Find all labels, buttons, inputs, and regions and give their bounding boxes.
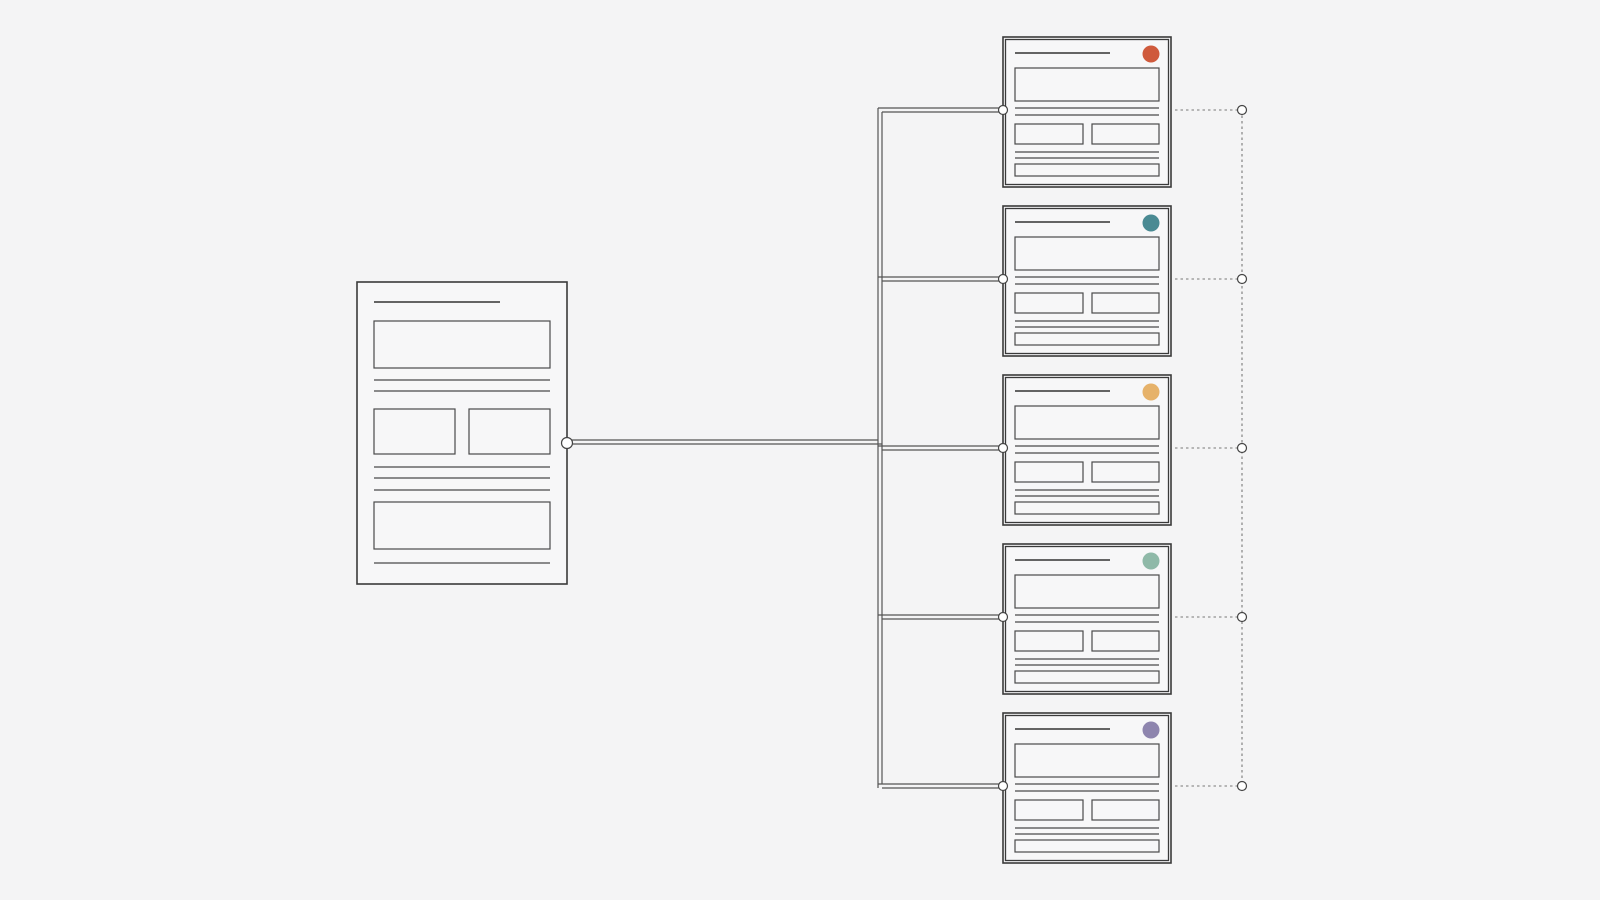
variant-right-block bbox=[1091, 630, 1160, 652]
source-header-block bbox=[373, 320, 551, 369]
variant-input-port[interactable] bbox=[997, 104, 1009, 116]
branch-trunk bbox=[877, 107, 1003, 789]
variant-documents bbox=[997, 36, 1172, 864]
variant-right-block bbox=[1091, 292, 1160, 314]
variant-frame bbox=[1002, 36, 1172, 188]
source-footer-block bbox=[373, 501, 551, 550]
variant-footer-block bbox=[1014, 839, 1160, 853]
source-connector bbox=[567, 439, 882, 445]
variant-frame bbox=[1002, 205, 1172, 357]
variant-left-block bbox=[1014, 292, 1084, 314]
variant-input-port[interactable] bbox=[997, 611, 1009, 623]
variant-frame bbox=[1002, 543, 1172, 695]
variant-footer-block bbox=[1014, 163, 1160, 177]
source-document-frame bbox=[356, 281, 568, 585]
variant-header-block bbox=[1014, 574, 1160, 609]
status-dot-icon bbox=[1142, 45, 1160, 63]
variant-right-block bbox=[1091, 799, 1160, 821]
variant-input-port[interactable] bbox=[997, 273, 1009, 285]
variant-4[interactable] bbox=[997, 543, 1172, 695]
variant-input-port[interactable] bbox=[997, 442, 1009, 454]
variant-3[interactable] bbox=[997, 374, 1172, 526]
variant-header-block bbox=[1014, 67, 1160, 102]
variant-input-port[interactable] bbox=[997, 780, 1009, 792]
variant-frame bbox=[1002, 374, 1172, 526]
status-dot-icon bbox=[1142, 721, 1160, 739]
sync-port[interactable] bbox=[1236, 442, 1248, 454]
variant-footer-block bbox=[1014, 501, 1160, 515]
variant-left-block bbox=[1014, 799, 1084, 821]
source-left-block bbox=[373, 408, 456, 455]
variant-1[interactable] bbox=[997, 36, 1172, 188]
variant-left-block bbox=[1014, 630, 1084, 652]
variant-right-block bbox=[1091, 123, 1160, 145]
variant-footer-block bbox=[1014, 670, 1160, 684]
sync-port[interactable] bbox=[1236, 273, 1248, 285]
source-document[interactable] bbox=[356, 281, 568, 585]
status-dot-icon bbox=[1142, 383, 1160, 401]
sync-port[interactable] bbox=[1236, 780, 1248, 792]
variant-footer-block bbox=[1014, 332, 1160, 346]
variant-left-block bbox=[1014, 123, 1084, 145]
variant-frame bbox=[1002, 712, 1172, 864]
variant-header-block bbox=[1014, 743, 1160, 778]
variant-header-block bbox=[1014, 405, 1160, 440]
sync-port[interactable] bbox=[1236, 104, 1248, 116]
variant-right-block bbox=[1091, 461, 1160, 483]
status-dot-icon bbox=[1142, 214, 1160, 232]
source-output-port[interactable] bbox=[560, 436, 574, 450]
variant-left-block bbox=[1014, 461, 1084, 483]
variant-5[interactable] bbox=[997, 712, 1172, 864]
variant-2[interactable] bbox=[997, 205, 1172, 357]
source-right-block bbox=[468, 408, 551, 455]
variant-header-block bbox=[1014, 236, 1160, 271]
status-dot-icon bbox=[1142, 552, 1160, 570]
sync-port[interactable] bbox=[1236, 611, 1248, 623]
sync-rail bbox=[1175, 104, 1248, 792]
